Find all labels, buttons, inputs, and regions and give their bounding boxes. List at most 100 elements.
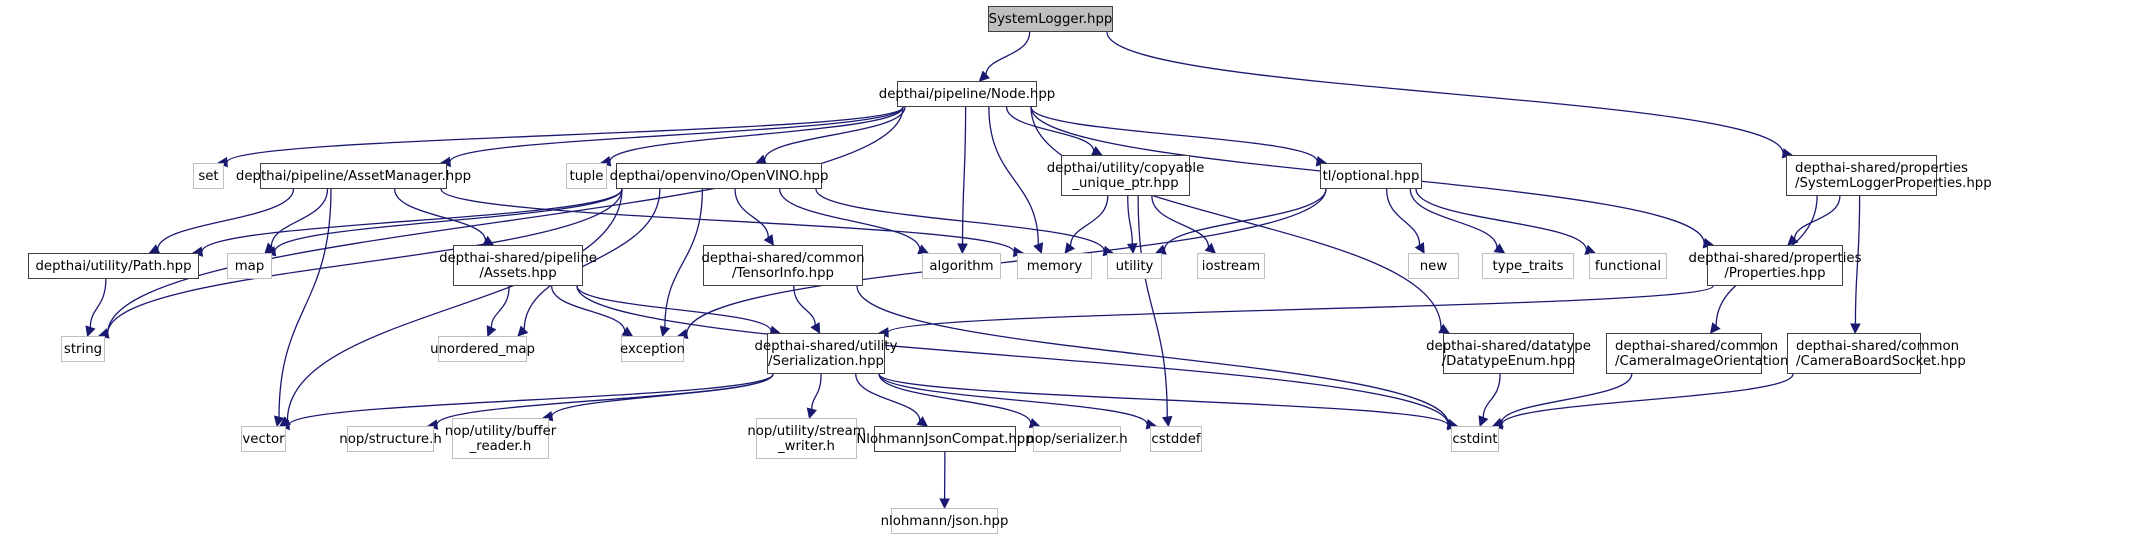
- edge-tensorinfo-to-serialization: [793, 285, 816, 326]
- edge-serialization-to-nop_serializer: [878, 373, 1032, 424]
- node-copyable-unique-ptr[interactable]: depthai/utility/copyable _unique_ptr.hpp: [1047, 155, 1204, 196]
- arrowhead-copyable-to-iostream: [1204, 242, 1217, 254]
- edge-node-to-set: [226, 106, 904, 163]
- edge-openvino-to-unordered_map: [523, 188, 661, 330]
- node-systemloggerproperties[interactable]: depthai-shared/properties /SystemLoggerP…: [1786, 155, 1992, 196]
- edge-node-to-optional: [1030, 106, 1318, 162]
- arrowhead-path-to-string: [85, 325, 96, 338]
- node-datatypeenum[interactable]: depthai-shared/datatype /DatatypeEnum.hp…: [1426, 333, 1591, 374]
- edge-assets-to-cstdint: [576, 285, 1449, 425]
- edge-openvino-to-utility: [815, 188, 1105, 252]
- edge-serialization-to-cstddef: [878, 373, 1148, 425]
- edge-optional-to-exception: [686, 188, 1327, 335]
- node-openvino[interactable]: depthai/openvino/OpenVINO.hpp: [610, 163, 828, 189]
- edge-serialization-to-nop_buffer_reader: [551, 373, 774, 417]
- edge-serialization-to-nlohmanncompat: [855, 373, 921, 421]
- arrowhead-assetmgr-to-vector: [273, 415, 285, 428]
- node-type-traits: type_traits: [1482, 253, 1574, 279]
- edge-node-to-memory: [988, 106, 1039, 245]
- arrowhead-syslogprops-to-camsocket: [1850, 323, 1861, 335]
- node-root[interactable]: SystemLogger.hpp: [988, 6, 1113, 32]
- node-tensorinfo[interactable]: depthai-shared/common /TensorInfo.hpp: [701, 245, 865, 286]
- edge-syslogprops-to-properties: [1793, 195, 1841, 239]
- edge-serialization-to-vector: [288, 373, 774, 426]
- edge-assetmgr-to-vector: [278, 188, 332, 418]
- node-serialization[interactable]: depthai-shared/utility /Serialization.hp…: [755, 333, 897, 374]
- arrowhead-openvino-to-tensorinfo: [763, 234, 775, 246]
- edge-openvino-to-path: [201, 188, 623, 252]
- edge-serialization-to-nop_stream_writer: [811, 373, 822, 410]
- arrowhead-tensorinfo-to-serialization: [810, 322, 821, 334]
- node-nop-stream-writer: nop/utility/stream _writer.h: [747, 418, 866, 459]
- arrowhead-copyable-to-cstddef: [1161, 415, 1173, 428]
- node-nlohmannjsoncompat[interactable]: NlohmannJsonCompat.hpp: [856, 426, 1034, 452]
- node-nlohmann-json: nlohmann/json.hpp: [881, 508, 1008, 534]
- edge-properties-to-serialization: [887, 285, 1714, 334]
- edge-copyable-to-iostream: [1151, 195, 1210, 248]
- edge-node-to-copyable: [1005, 106, 1095, 152]
- edge-datatypeenum-to-cstdint: [1482, 373, 1501, 418]
- node-optional[interactable]: tl/optional.hpp: [1320, 163, 1422, 189]
- arrowhead-copyable-to-memory: [1064, 242, 1076, 254]
- node-node-hpp[interactable]: depthai/pipeline/Node.hpp: [879, 81, 1055, 107]
- node-utility: utility: [1107, 253, 1162, 279]
- edge-node-to-string: [107, 106, 904, 334]
- edge-assets-to-exception: [550, 285, 626, 332]
- arrowhead-datatypeenum-to-cstdint: [1478, 415, 1489, 428]
- edge-camsocket-to-cstdint: [1501, 373, 1794, 425]
- node-map: map: [227, 253, 272, 279]
- edge-root-to-syslogprops: [1106, 31, 1784, 154]
- edge-assetmgr-to-assets: [393, 188, 487, 241]
- node-properties[interactable]: depthai-shared/properties /Properties.hp…: [1689, 245, 1862, 286]
- edge-optional-to-new: [1385, 188, 1421, 246]
- arrowhead-nlohmanncompat-to-nlohmann_json: [939, 498, 950, 510]
- edge-assets-to-unordered_map: [490, 285, 510, 328]
- node-iostream: iostream: [1197, 253, 1265, 279]
- edge-optional-to-utility: [1163, 188, 1327, 250]
- edge-node-to-tuple: [609, 106, 904, 162]
- arrowhead-openvino-to-exception: [659, 325, 671, 338]
- node-new: new: [1408, 253, 1459, 279]
- edge-assetmgr-to-path: [157, 188, 295, 250]
- arrowhead-syslogprops-to-camorient: [1709, 322, 1721, 334]
- edge-root-to-node: [985, 31, 1031, 75]
- node-memory: memory: [1017, 253, 1092, 279]
- edge-assets-to-serialization: [576, 285, 772, 332]
- node-unordered-map: unordered_map: [430, 336, 535, 362]
- node-nop-buffer-reader: nop/utility/buffer _reader.h: [445, 418, 556, 459]
- arrowhead-syslogprops-to-properties: [1787, 234, 1799, 246]
- edge-copyable-to-cstddef: [1137, 195, 1168, 418]
- edge-openvino-to-exception: [664, 188, 704, 328]
- arrowhead-node-to-copyable: [1090, 145, 1103, 156]
- edge-openvino-to-vector: [286, 188, 623, 421]
- node-nop-serializer: nop/serializer.h: [1026, 426, 1128, 452]
- node-path[interactable]: depthai/utility/Path.hpp: [28, 253, 199, 279]
- arrowhead-openvino-to-unordered_map: [517, 325, 529, 337]
- edge-path-to-string: [89, 278, 107, 328]
- arrowhead-copyable-to-utility: [1126, 243, 1138, 255]
- node-algorithm: algorithm: [922, 253, 1001, 279]
- edge-tensorinfo-to-cstdint: [856, 285, 1449, 424]
- node-set: set: [193, 163, 224, 189]
- arrowhead-assets-to-unordered_map: [486, 325, 497, 338]
- edge-openvino-to-string: [107, 188, 623, 334]
- node-cameraboardsocket[interactable]: depthai-shared/common /CameraBoardSocket…: [1787, 333, 1966, 374]
- edge-node-to-datatypeenum: [1030, 106, 1442, 329]
- edge-node-to-assetmgr: [449, 106, 904, 163]
- node-nop-structure: nop/structure.h: [339, 426, 442, 452]
- arrowhead-root-to-node: [978, 70, 991, 82]
- arrowhead-optional-to-new: [1414, 242, 1425, 254]
- edge-optional-to-type_traits: [1409, 188, 1498, 249]
- arrowhead-serialization-to-nlohmanncompat: [916, 416, 929, 427]
- edge-serialization-to-cstdint: [878, 373, 1449, 426]
- node-functional: functional: [1589, 253, 1667, 279]
- edge-node-to-algorithm: [961, 106, 967, 245]
- node-cstdint: cstdint: [1451, 426, 1499, 452]
- edge-node-to-openvino: [763, 106, 906, 161]
- node-assetmanager[interactable]: depthai/pipeline/AssetManager.hpp: [236, 163, 471, 189]
- node-assets[interactable]: depthai-shared/pipeline /Assets.hpp: [439, 245, 597, 286]
- node-cameraimageorientation[interactable]: depthai-shared/common /CameraImageOrient…: [1606, 333, 1818, 374]
- arrowhead-serialization-to-nop_stream_writer: [806, 407, 817, 420]
- arrowhead-assets-to-exception: [621, 326, 634, 337]
